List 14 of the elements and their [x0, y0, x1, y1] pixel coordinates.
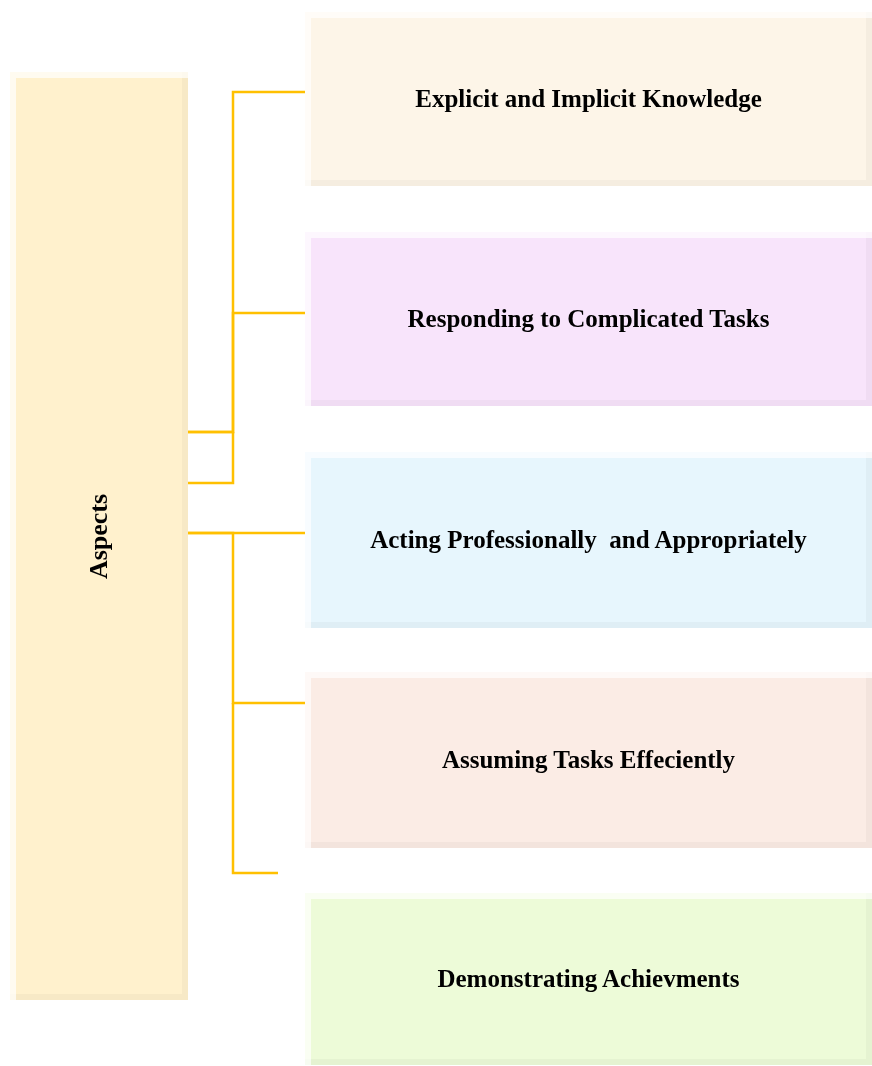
aspect-box: [305, 232, 872, 406]
aspect-box: [305, 12, 872, 186]
aspect-box: [305, 452, 872, 628]
box-label: Demonstrating Achievments: [436, 964, 741, 995]
box-label: Explicit and Implicit Knowledge: [414, 84, 763, 115]
box-label: Responding to Complicated Tasks: [406, 304, 771, 335]
box-label: Assuming Tasks Effeciently: [440, 745, 737, 776]
category-box: [10, 72, 188, 1000]
connector-line: [188, 311, 305, 434]
box-label: Acting Professionally and Appropriately: [369, 525, 808, 556]
aspect-box: [305, 672, 872, 848]
connector-line: [188, 531, 305, 705]
aspect-box: [305, 893, 872, 1065]
box-label: Aspects: [83, 493, 115, 579]
